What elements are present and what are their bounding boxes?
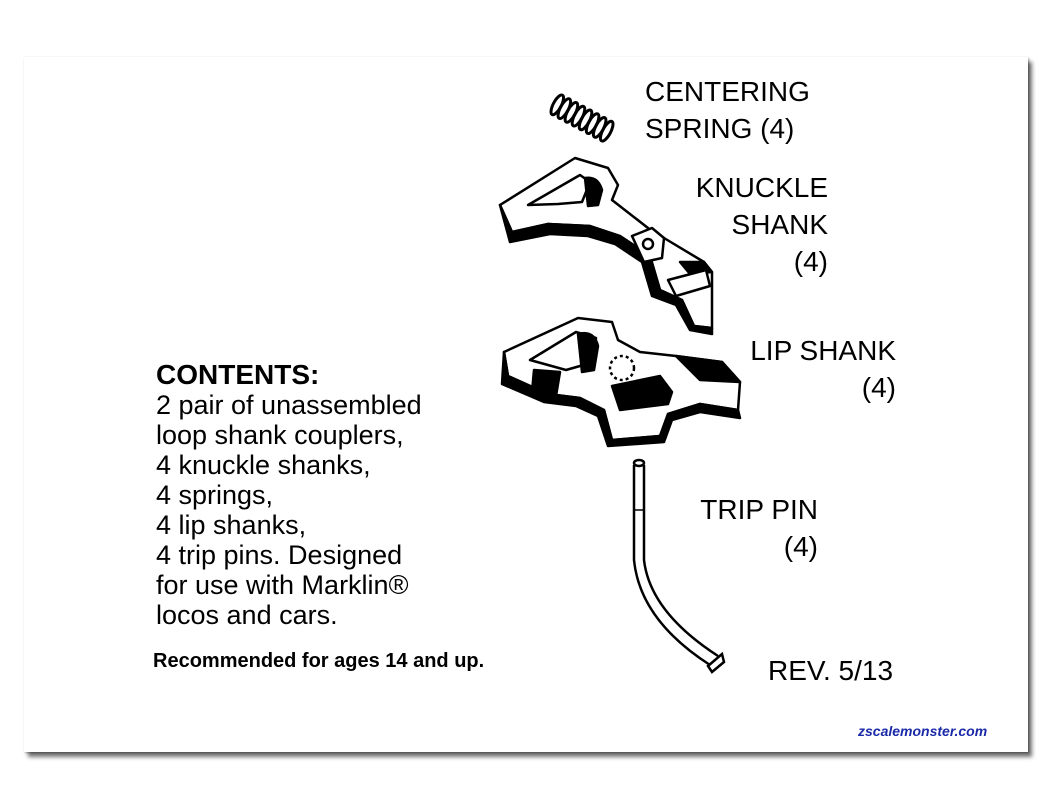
- contents-line: locos and cars.: [156, 600, 338, 630]
- revision-label: REV. 5/13: [768, 655, 894, 686]
- trip-pin-label: TRIP PIN (4): [672, 491, 818, 565]
- lip-shank-drawing: [500, 316, 742, 448]
- lip-shank-label-line2: (4): [861, 372, 896, 403]
- trip-pin-drawing: [632, 458, 726, 674]
- instruction-sheet: [24, 57, 1028, 752]
- lip-shank-label: LIP SHANK (4): [720, 332, 896, 406]
- contents-line: loop shank couplers,: [156, 420, 404, 450]
- centering-spring-label-line2: SPRING (4): [645, 113, 795, 144]
- knuckle-shank-label: KNUCKLE SHANK (4): [660, 169, 828, 280]
- contents-line: for use with Marklin®: [156, 570, 409, 600]
- centering-spring-label-line1: CENTERING: [645, 76, 810, 107]
- trip-pin-label-line2: (4): [783, 531, 818, 562]
- lip-shank-label-line1: LIP SHANK: [750, 335, 896, 366]
- centering-spring-label: CENTERING SPRING (4): [645, 73, 810, 147]
- knuckle-shank-label-line2: SHANK: [731, 209, 828, 240]
- watermark-text: zscalemonster.com: [858, 723, 988, 739]
- contents-line: 4 knuckle shanks,: [156, 450, 371, 480]
- contents-block: CONTENTS: 2 pair of unassembled loop sha…: [156, 359, 422, 631]
- contents-line: 4 lip shanks,: [156, 510, 307, 540]
- contents-line: 4 trip pins. Designed: [156, 540, 403, 570]
- knuckle-shank-label-line3: (4): [793, 246, 828, 277]
- contents-heading: CONTENTS:: [156, 359, 320, 390]
- trip-pin-label-line1: TRIP PIN: [700, 494, 818, 525]
- centering-spring-drawing: [549, 93, 615, 143]
- knuckle-shank-drawing: [498, 156, 714, 336]
- knuckle-shank-label-line1: KNUCKLE: [695, 172, 828, 203]
- contents-line: 2 pair of unassembled: [156, 390, 422, 420]
- contents-line: 4 springs,: [156, 480, 274, 510]
- age-recommendation: Recommended for ages 14 and up.: [153, 650, 485, 672]
